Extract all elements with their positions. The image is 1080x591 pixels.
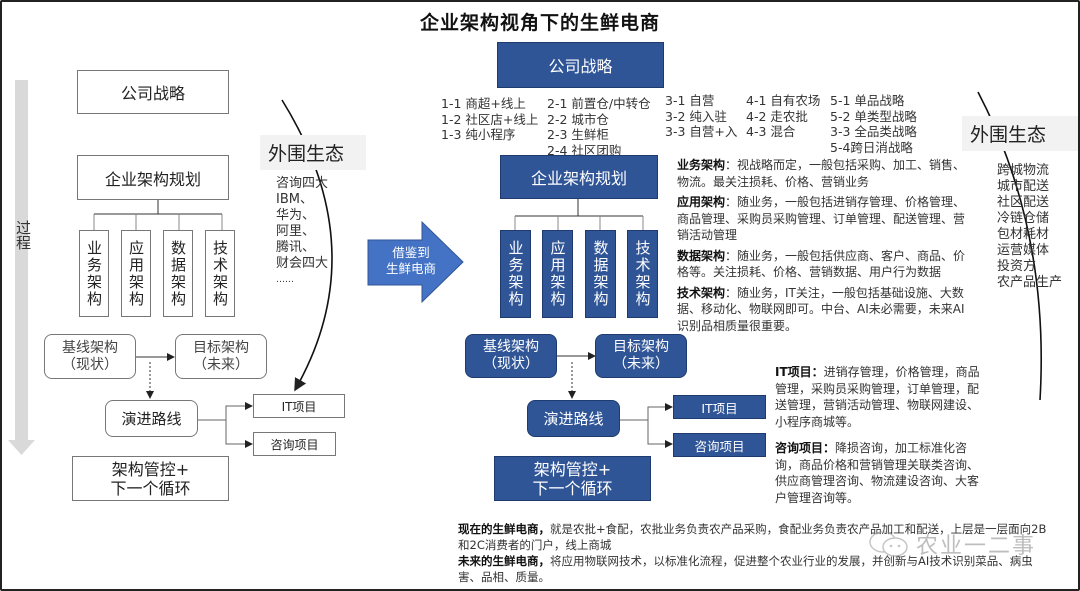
- left-arch-business: 业务架构: [79, 230, 109, 317]
- right-governance-box: 架构管控+ 下一个循环: [494, 456, 651, 501]
- strategy-option-group-1: 1-1 商超+线上 1-2 社区店+线上 1-3 纯小程序: [441, 96, 538, 143]
- strategy-option-group-2: 2-1 前置仓/中转仓 2-2 城市仓 2-3 生鲜柜 2-4 社区团购: [547, 96, 651, 158]
- right-arch-business: 业务架构: [500, 230, 531, 318]
- strategy-option: 2-2 城市仓: [547, 111, 609, 127]
- right-eco-item: 社区配送: [997, 195, 1050, 210]
- right-eco-item: 城市配送: [997, 179, 1050, 194]
- left-eco-title: 外围生态: [260, 135, 366, 170]
- strategy-option-group-5: 5-1 单品战略 5-2 单类型战略 3-3 全品类战略 5-4跨日消战略: [830, 93, 917, 155]
- arch-desc-business: 业务架构：视战略而定，一般包括采购、加工、销售、物流。最关注损耗、价格、营销业务: [677, 158, 966, 189]
- center-arrow-label: 借鉴到 生鲜电商: [385, 245, 436, 276]
- left-eco-item: 腾讯、: [276, 240, 316, 255]
- right-eco-list: 跨城物流 城市配送 社区配送 冷链仓储 包材耗材 运营媒体 投资方 农产品生产: [997, 163, 1062, 291]
- arch-desc-application: 应用架构：随业务，一般包括进销存管理、价格管理、商品管理、采购员采购管理、订单管…: [677, 195, 966, 242]
- left-strategy-box: 公司战略: [77, 70, 229, 114]
- right-eco-item: 包材耗材: [997, 227, 1050, 242]
- arch-desc-technology: 技术架构：随业务，IT关注，一般包括基础设施、大数据、移动化、物联网即可。中台、…: [677, 285, 965, 333]
- right-eco-item: 投资方: [997, 259, 1037, 274]
- strategy-option-group-4: 4-1 自有农场 4-2 走农批 4-3 混合: [746, 93, 820, 140]
- process-arrow: [8, 80, 35, 455]
- right-baseline-box: 基线架构 （现状）: [465, 334, 557, 378]
- left-eco-item: ……: [276, 275, 294, 285]
- left-tree-lines: [93, 200, 253, 448]
- left-eco-item: 财会四大: [276, 256, 329, 271]
- consult-project-desc: 咨询项目：降损咨询，加工标准化咨询，商品价格和营销管理关联类咨询、供应商管理咨询…: [775, 441, 980, 505]
- it-project-desc: IT项目：进销存管理，价格管理，商品管理，采购员采购管理，订单管理，配送管理，营…: [775, 365, 980, 429]
- strategy-option-group-3: 3-1 自营 3-2 纯入驻 3-3 自营+入: [665, 93, 737, 140]
- strategy-option: 2-4 社区团购: [547, 142, 622, 158]
- right-ea-planning-box: 企业架构规划: [500, 155, 658, 199]
- right-eco-item: 跨城物流: [997, 163, 1050, 178]
- right-eco-item: 冷链仓储: [997, 211, 1050, 226]
- right-eco-item: 农产品生产: [997, 275, 1063, 290]
- wechat-icon: [869, 531, 908, 557]
- left-eco-item: 咨询四大: [276, 176, 329, 191]
- strategy-option: 4-3 混合: [746, 124, 796, 139]
- strategy-option: 3-1 自营: [665, 93, 715, 108]
- left-target-box: 目标架构 （未来）: [175, 334, 267, 379]
- arch-desc-data: 数据架构：随业务，一般包括供应商、客户、商品、价格等。关注损耗、价格、营销数据、…: [677, 248, 966, 280]
- strategy-option: 3-2 纯入驻: [665, 108, 727, 124]
- right-roadmap-box: 演进路线: [527, 400, 620, 437]
- footer-now: 现在的生鲜电商，就是农批+食配，农批业务负责农产品采购，食配业务负责农产品加工和…: [458, 522, 1047, 552]
- strategy-option: 5-4跨日消战略: [830, 139, 913, 155]
- page-title: 企业架构视角下的生鲜电商: [419, 12, 660, 34]
- left-arch-technology: 技术架构: [205, 230, 235, 317]
- left-eco-item: 华为、: [276, 208, 316, 223]
- right-arch-application: 应用架构: [542, 230, 573, 318]
- right-eco-title: 外围生态: [962, 116, 1078, 151]
- left-eco-item: IBM、: [276, 192, 313, 207]
- strategy-option: 2-3 生鲜柜: [547, 127, 609, 142]
- center-arrow-shape: [367, 220, 464, 304]
- strategy-option: 1-2 社区店+线上: [441, 111, 539, 127]
- right-consult-project-box: 咨询项目: [673, 433, 766, 457]
- strategy-option: 4-2 走农批: [746, 108, 808, 124]
- right-eco-item: 运营媒体: [997, 243, 1050, 258]
- strategy-option: 1-1 商超+线上: [441, 96, 526, 111]
- left-arch-data: 数据架构: [163, 230, 193, 317]
- strategy-option: 3-3 全品类战略: [830, 124, 917, 139]
- left-roadmap-box: 演进路线: [105, 400, 198, 437]
- right-it-project-box: IT项目: [673, 395, 766, 419]
- footer-summary: 现在的生鲜电商，就是农批+食配，农批业务负责农产品采购，食配业务负责农产品加工和…: [458, 521, 1048, 585]
- left-it-project-box: IT项目: [253, 394, 345, 418]
- watermark-text: 农业一二事: [916, 534, 1037, 559]
- left-arch-application: 应用架构: [121, 230, 151, 317]
- right-arch-technology: 技术架构: [627, 230, 658, 318]
- watermark: 农业一二事: [868, 528, 1036, 560]
- left-governance-box: 架构管控+ 下一个循环: [72, 456, 229, 501]
- right-target-box: 目标架构 （未来）: [595, 334, 687, 378]
- strategy-option: 4-1 自有农场: [746, 93, 821, 108]
- left-baseline-box: 基线架构 （现状）: [44, 334, 136, 379]
- strategy-option: 1-3 纯小程序: [441, 127, 516, 142]
- left-consult-project-box: 咨询项目: [253, 432, 336, 456]
- left-eco-list: 咨询四大 IBM、 华为、 阿里、 腾讯、 财会四大 ……: [276, 176, 328, 288]
- strategy-option: 5-1 单品战略: [830, 93, 905, 108]
- footer-future: 未来的生鲜电商，将应用物联网技术，以标准化流程，促进整个农业行业的发展，并创新与…: [458, 554, 1033, 584]
- strategy-option: 5-2 单类型战略: [830, 108, 917, 124]
- arch-descriptions: 业务架构：视战略而定，一般包括采购、加工、销售、物流。最关注损耗、价格、营销业务…: [677, 157, 969, 334]
- strategy-option: 3-3 自营+入: [665, 124, 738, 139]
- right-arch-data: 数据架构: [585, 230, 616, 318]
- left-eco-item: 阿里、: [276, 224, 316, 239]
- process-label: 过程: [14, 220, 32, 250]
- right-strategy-box: 公司战略: [497, 42, 664, 88]
- strategy-option: 2-1 前置仓/中转仓: [547, 96, 651, 111]
- right-tree-lines: [514, 198, 673, 448]
- left-ea-planning-box: 企业架构规划: [77, 155, 229, 200]
